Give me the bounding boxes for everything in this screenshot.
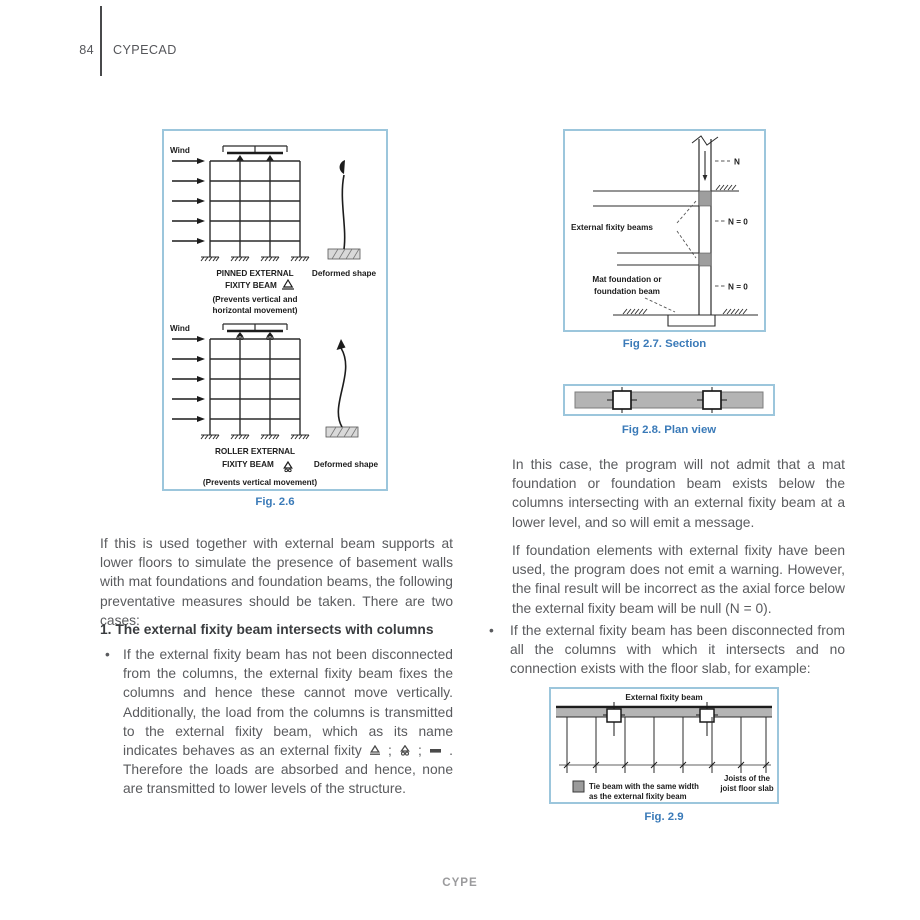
bullet-text: If the external fixity beam has been dis…	[510, 623, 845, 677]
tie-beam-legend-swatch	[572, 780, 585, 793]
header-title: CYPECAD	[113, 43, 177, 57]
wind-label: Wind	[170, 324, 190, 333]
external-fixity-beams-label: External fixity beams	[571, 223, 653, 232]
fig-2-6-roller-diagram: Wind	[170, 323, 379, 487]
roller-note-line1: (Prevents vertical movement)	[203, 478, 317, 487]
column-symbol	[607, 387, 637, 413]
symbol-separator: ;	[418, 743, 422, 759]
deformed-shape-label: Deformed shape	[314, 460, 379, 469]
fig-2-6-diagram: Wind	[170, 145, 379, 487]
fig-2-7-diagram: N External fixity beams N = 0 N = 0	[571, 135, 758, 327]
tie-beam-label-line1: Tie beam with the same width	[589, 782, 699, 791]
figure-2-8	[563, 384, 775, 416]
pinned-note-line2: horizontal movement)	[212, 306, 297, 315]
pinned-support-icon	[369, 745, 380, 755]
roller-support-icon	[400, 745, 410, 756]
axial-force-n-label: N	[734, 158, 740, 167]
bullet-text-before: If the external fixity beam has not been…	[123, 647, 453, 759]
column-symbol	[696, 702, 718, 736]
fig-2-9-diagram: External fixity beam	[556, 693, 774, 801]
bullet-item-not-disconnected: • If the external fixity beam has not be…	[105, 645, 453, 799]
tie-beam-label-line2: as the external fixity beam	[589, 792, 687, 801]
roller-title-line2: FIXITY BEAM	[222, 460, 274, 469]
caption-fig-2-6: Fig. 2.6	[255, 496, 295, 508]
fig-2-6-pinned-diagram: Wind	[170, 145, 377, 315]
caption-fig-2-8: Fig 2.8. Plan view	[621, 424, 717, 436]
n-equals-zero-upper: N = 0	[728, 218, 748, 227]
caption-fig-2-7: Fig 2.7. Section	[622, 338, 707, 350]
footer-brand: CYPE	[442, 876, 478, 889]
figure-2-6: Wind	[162, 129, 388, 491]
bullet-marker: •	[489, 623, 494, 638]
bullet-marker: •	[105, 647, 110, 662]
paragraph-program-will-not-admit: In this case, the program will not admit…	[512, 457, 845, 530]
fixed-support-icon	[429, 749, 441, 753]
caption-fig-2-9: Fig. 2.9	[644, 811, 684, 823]
heading-case-1: 1. The external fixity beam intersects w…	[100, 622, 434, 637]
pinned-title-line2: FIXITY BEAM	[225, 281, 277, 290]
mat-foundation-label-line1: Mat foundation or	[592, 275, 662, 284]
paragraph-foundation-elements: If foundation elements with external fix…	[512, 543, 845, 616]
pinned-title-line1: PINNED EXTERNAL	[216, 269, 293, 278]
column-symbol	[603, 702, 625, 736]
mat-foundation-label-line2: foundation beam	[594, 287, 660, 296]
joist-lines	[566, 717, 767, 773]
wind-label: Wind	[170, 146, 190, 155]
column-symbol	[697, 387, 727, 413]
pinned-note-line1: (Prevents vertical and	[212, 295, 297, 304]
figure-2-7: N External fixity beams N = 0 N = 0	[563, 129, 766, 332]
joists-label-line2: joist floor slab	[719, 784, 774, 793]
deformed-shape-label: Deformed shape	[312, 269, 377, 278]
joists-label-line1: Joists of the	[724, 774, 771, 783]
roller-title-line1: ROLLER EXTERNAL	[215, 447, 295, 456]
bullet-item-disconnected: • If the external fixity beam has been d…	[489, 621, 845, 679]
fig-2-8-diagram	[574, 387, 764, 413]
figure-2-9: External fixity beam	[549, 687, 779, 804]
pinned-support-icon	[282, 278, 294, 290]
n-equals-zero-lower: N = 0	[728, 283, 748, 292]
symbol-separator: ;	[387, 743, 392, 759]
external-fixity-beam-label: External fixity beam	[625, 693, 702, 702]
bullet-text-after: . Therefore the loads are absorbed and h…	[123, 743, 453, 797]
header-divider	[100, 6, 102, 76]
roller-support-icon	[283, 460, 293, 473]
page-number: 84	[79, 43, 94, 57]
bullet-text: If the external fixity beam has not been…	[123, 645, 453, 799]
paragraph-basement-walls: If this is used together with external b…	[100, 536, 453, 628]
